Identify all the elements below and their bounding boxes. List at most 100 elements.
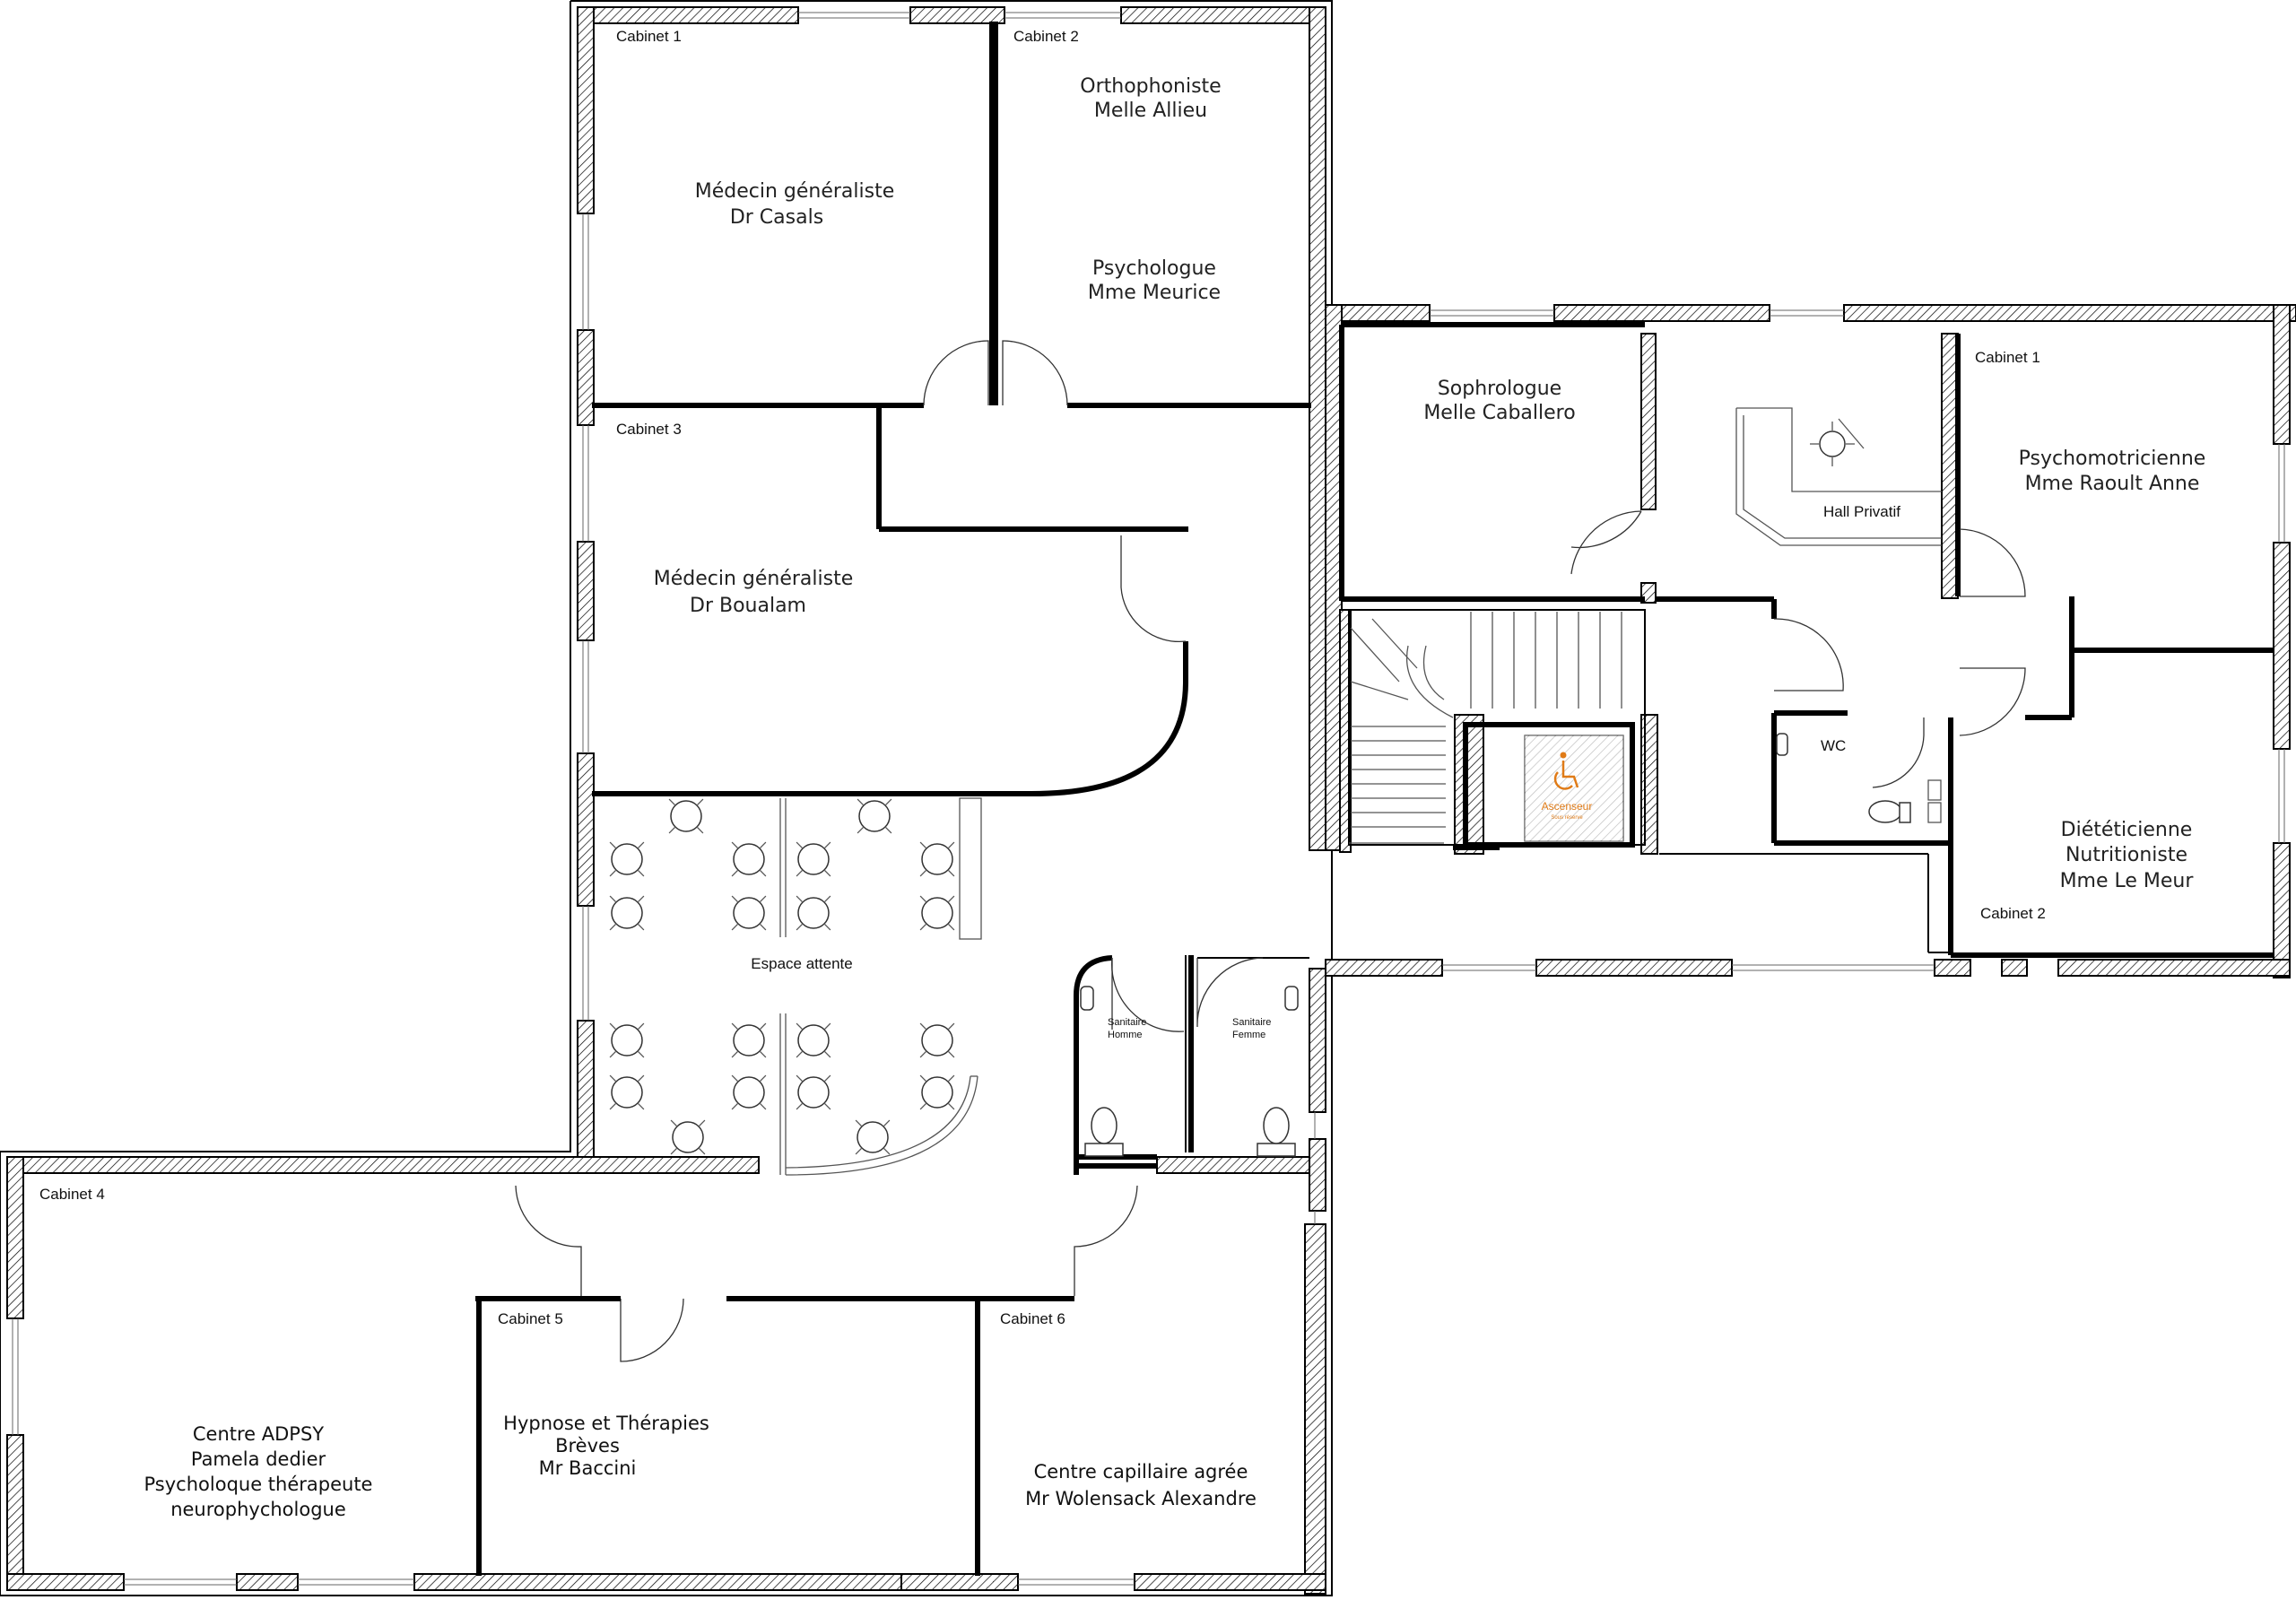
- cabinet5-line3: Mr Baccini: [539, 1457, 637, 1479]
- chair-leg: [948, 1051, 955, 1058]
- chair-leg: [760, 1074, 767, 1082]
- chair-leg: [948, 1074, 955, 1082]
- wc-toilet-icon: [1868, 800, 1911, 823]
- chair-leg: [760, 895, 767, 902]
- chair-icon: [733, 843, 765, 875]
- cabinet2-tag: Cabinet 2: [1013, 28, 1079, 45]
- chair-icon: [670, 800, 702, 832]
- chair-leg: [824, 1074, 831, 1082]
- chair-leg: [609, 1103, 616, 1110]
- chair-leg: [670, 1119, 677, 1126]
- chair-leg: [857, 798, 864, 805]
- chair-leg: [796, 1074, 803, 1082]
- chair-icon: [733, 1024, 765, 1057]
- chair-leg: [824, 924, 831, 931]
- chair-leg: [699, 1148, 706, 1155]
- building-a-walls: [6, 6, 1326, 1595]
- cabinet4-line1: Centre ADPSY: [193, 1423, 324, 1445]
- elevator-sublabel: Sous réserve: [1551, 815, 1583, 821]
- chair-leg: [919, 895, 926, 902]
- elevator-label: Ascenseur: [1542, 800, 1593, 813]
- chair-leg: [883, 1148, 891, 1155]
- chair-icon: [797, 897, 830, 929]
- chair-leg: [948, 924, 955, 931]
- building-b-interior: [1339, 322, 2274, 958]
- chair-leg: [919, 924, 926, 931]
- building-a-outline: [0, 0, 1333, 1596]
- chair-leg: [609, 1051, 616, 1058]
- cabinet4-line2: Pamela dedier: [191, 1448, 326, 1470]
- chair-leg: [638, 1103, 645, 1110]
- cabinet2-line1: Orthophoniste: [1080, 75, 1221, 98]
- chair-leg: [668, 798, 675, 805]
- cabinet5-line1: Hypnose et Thérapies: [503, 1413, 709, 1434]
- cabinet1-line2: Dr Casals: [730, 206, 823, 229]
- chair-leg: [609, 841, 616, 848]
- wc-label: WC: [1821, 737, 1846, 754]
- chair-leg: [883, 1119, 891, 1126]
- chair-leg: [731, 895, 738, 902]
- chair-icon: [672, 1121, 704, 1153]
- chair-icon: [921, 897, 953, 929]
- chair-leg: [731, 841, 738, 848]
- chair-leg: [885, 827, 892, 834]
- chair-leg: [919, 1103, 926, 1110]
- chair-leg: [609, 870, 616, 877]
- chair-icon: [921, 1024, 953, 1057]
- chair-leg: [857, 827, 864, 834]
- cabinet3-tag: Cabinet 3: [616, 421, 682, 438]
- cabinet2-line2: Melle Allieu: [1094, 100, 1207, 122]
- b-cabinet2-line3: Mme Le Meur: [2060, 870, 2195, 892]
- cabinet6-line2: Mr Wolensack Alexandre: [1025, 1488, 1257, 1509]
- chair-leg: [638, 924, 645, 931]
- chair-icon: [733, 897, 765, 929]
- chair-leg: [824, 1022, 831, 1030]
- chair-leg: [760, 841, 767, 848]
- sanitaire-homme-line1: Sanitaire: [1108, 1017, 1146, 1028]
- chair-leg: [697, 827, 704, 834]
- chair-icon: [733, 1076, 765, 1109]
- labels: Cabinet 1 Médecin généraliste Dr Casals …: [39, 28, 2205, 1520]
- chair-icon: [857, 1121, 889, 1153]
- chair-icon: [921, 1076, 953, 1109]
- b-cabinet2-line1: Diététicienne: [2061, 819, 2193, 841]
- chair-leg: [948, 841, 955, 848]
- chair-leg: [760, 1103, 767, 1110]
- sink-homme-icon: [1080, 986, 1094, 1011]
- sanitaire-femme-line2: Femme: [1232, 1030, 1265, 1040]
- chair-leg: [948, 1022, 955, 1030]
- chair-leg: [609, 1022, 616, 1030]
- chair-icon: [797, 843, 830, 875]
- chair-leg: [948, 1103, 955, 1110]
- chair-leg: [796, 841, 803, 848]
- chair-leg: [796, 924, 803, 931]
- chair-leg: [760, 870, 767, 877]
- chair-leg: [638, 841, 645, 848]
- chair-icon: [611, 1076, 643, 1109]
- chair-leg: [824, 895, 831, 902]
- sink-femme-icon: [1284, 986, 1299, 1011]
- cabinet6-line1: Centre capillaire agrée: [1034, 1461, 1248, 1483]
- cabinet1-tag: Cabinet 1: [616, 28, 682, 45]
- hall-label: Hall Privatif: [1823, 503, 1900, 520]
- chair-leg: [638, 1051, 645, 1058]
- toilet-homme-icon: [1084, 1107, 1124, 1157]
- chair-icon: [858, 800, 891, 832]
- chair-icon: [611, 843, 643, 875]
- wc-sink-icon: [1776, 733, 1788, 756]
- cabinet3-line2: Dr Boualam: [690, 595, 806, 617]
- chair-leg: [824, 870, 831, 877]
- building-b-walls: [1325, 304, 2296, 978]
- cabinet2-line4: Mme Meurice: [1088, 282, 1221, 304]
- chair-leg: [638, 870, 645, 877]
- wheelchair-icon: [1553, 752, 1579, 790]
- b-cabinet1-line2: Mme Raoult Anne: [2025, 473, 2200, 495]
- b-cabinet1-line1: Psychomotricienne: [2019, 448, 2206, 470]
- chair-leg: [670, 1148, 677, 1155]
- stair-step: [1350, 681, 1409, 700]
- waiting-area-label: Espace attente: [751, 955, 852, 972]
- chair-leg: [919, 870, 926, 877]
- chair-leg: [796, 1022, 803, 1030]
- stair-step: [1350, 627, 1400, 683]
